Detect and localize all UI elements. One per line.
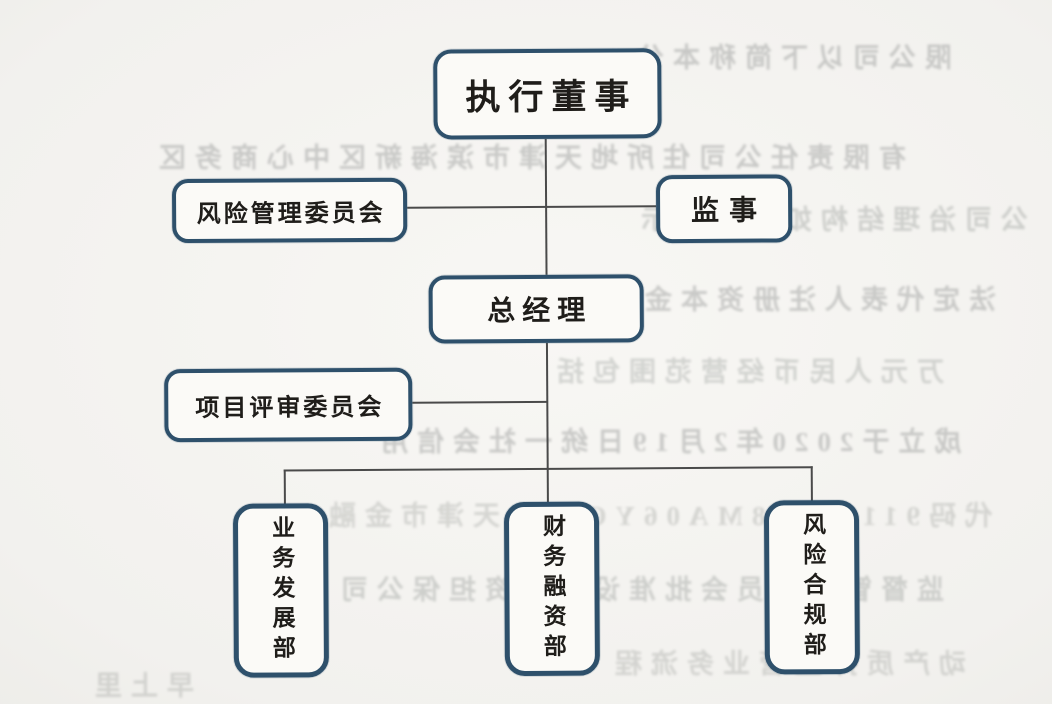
org-node-label: 风险合规部	[799, 512, 826, 663]
org-node-risk-compliance-dept: 风险合规部	[763, 499, 860, 675]
org-node-general-manager: 总经理	[428, 274, 644, 344]
org-node-executive-director: 执行董事	[433, 48, 662, 140]
org-node-business-development-dept: 业务发展部	[232, 503, 329, 678]
org-node-risk-management-committee: 风险管理委员会	[171, 177, 408, 244]
org-node-label: 业务发展部	[268, 515, 295, 666]
connector-drop-business-development	[283, 469, 286, 506]
connector-drop-finance-financing	[546, 467, 549, 504]
org-node-finance-financing-dept: 财务融资部	[503, 501, 600, 677]
org-node-project-review-committee: 项目评审委员会	[164, 367, 413, 443]
org-node-label: 财务融资部	[539, 513, 566, 664]
connector-projectcommittee-to-trunk	[412, 400, 548, 404]
org-node-supervisor: 监事	[655, 174, 793, 244]
connector-riskcommittee-to-supervisor	[407, 205, 657, 209]
org-node-label: 监事	[691, 195, 768, 227]
org-node-label: 总经理	[487, 295, 593, 328]
org-node-label: 风险管理委员会	[196, 200, 386, 228]
org-node-label: 项目评审委员会	[195, 394, 385, 423]
connector-gm-to-departments-trunk	[545, 342, 549, 470]
org-node-label: 执行董事	[465, 76, 638, 117]
connector-drop-risk-compliance	[810, 466, 813, 503]
